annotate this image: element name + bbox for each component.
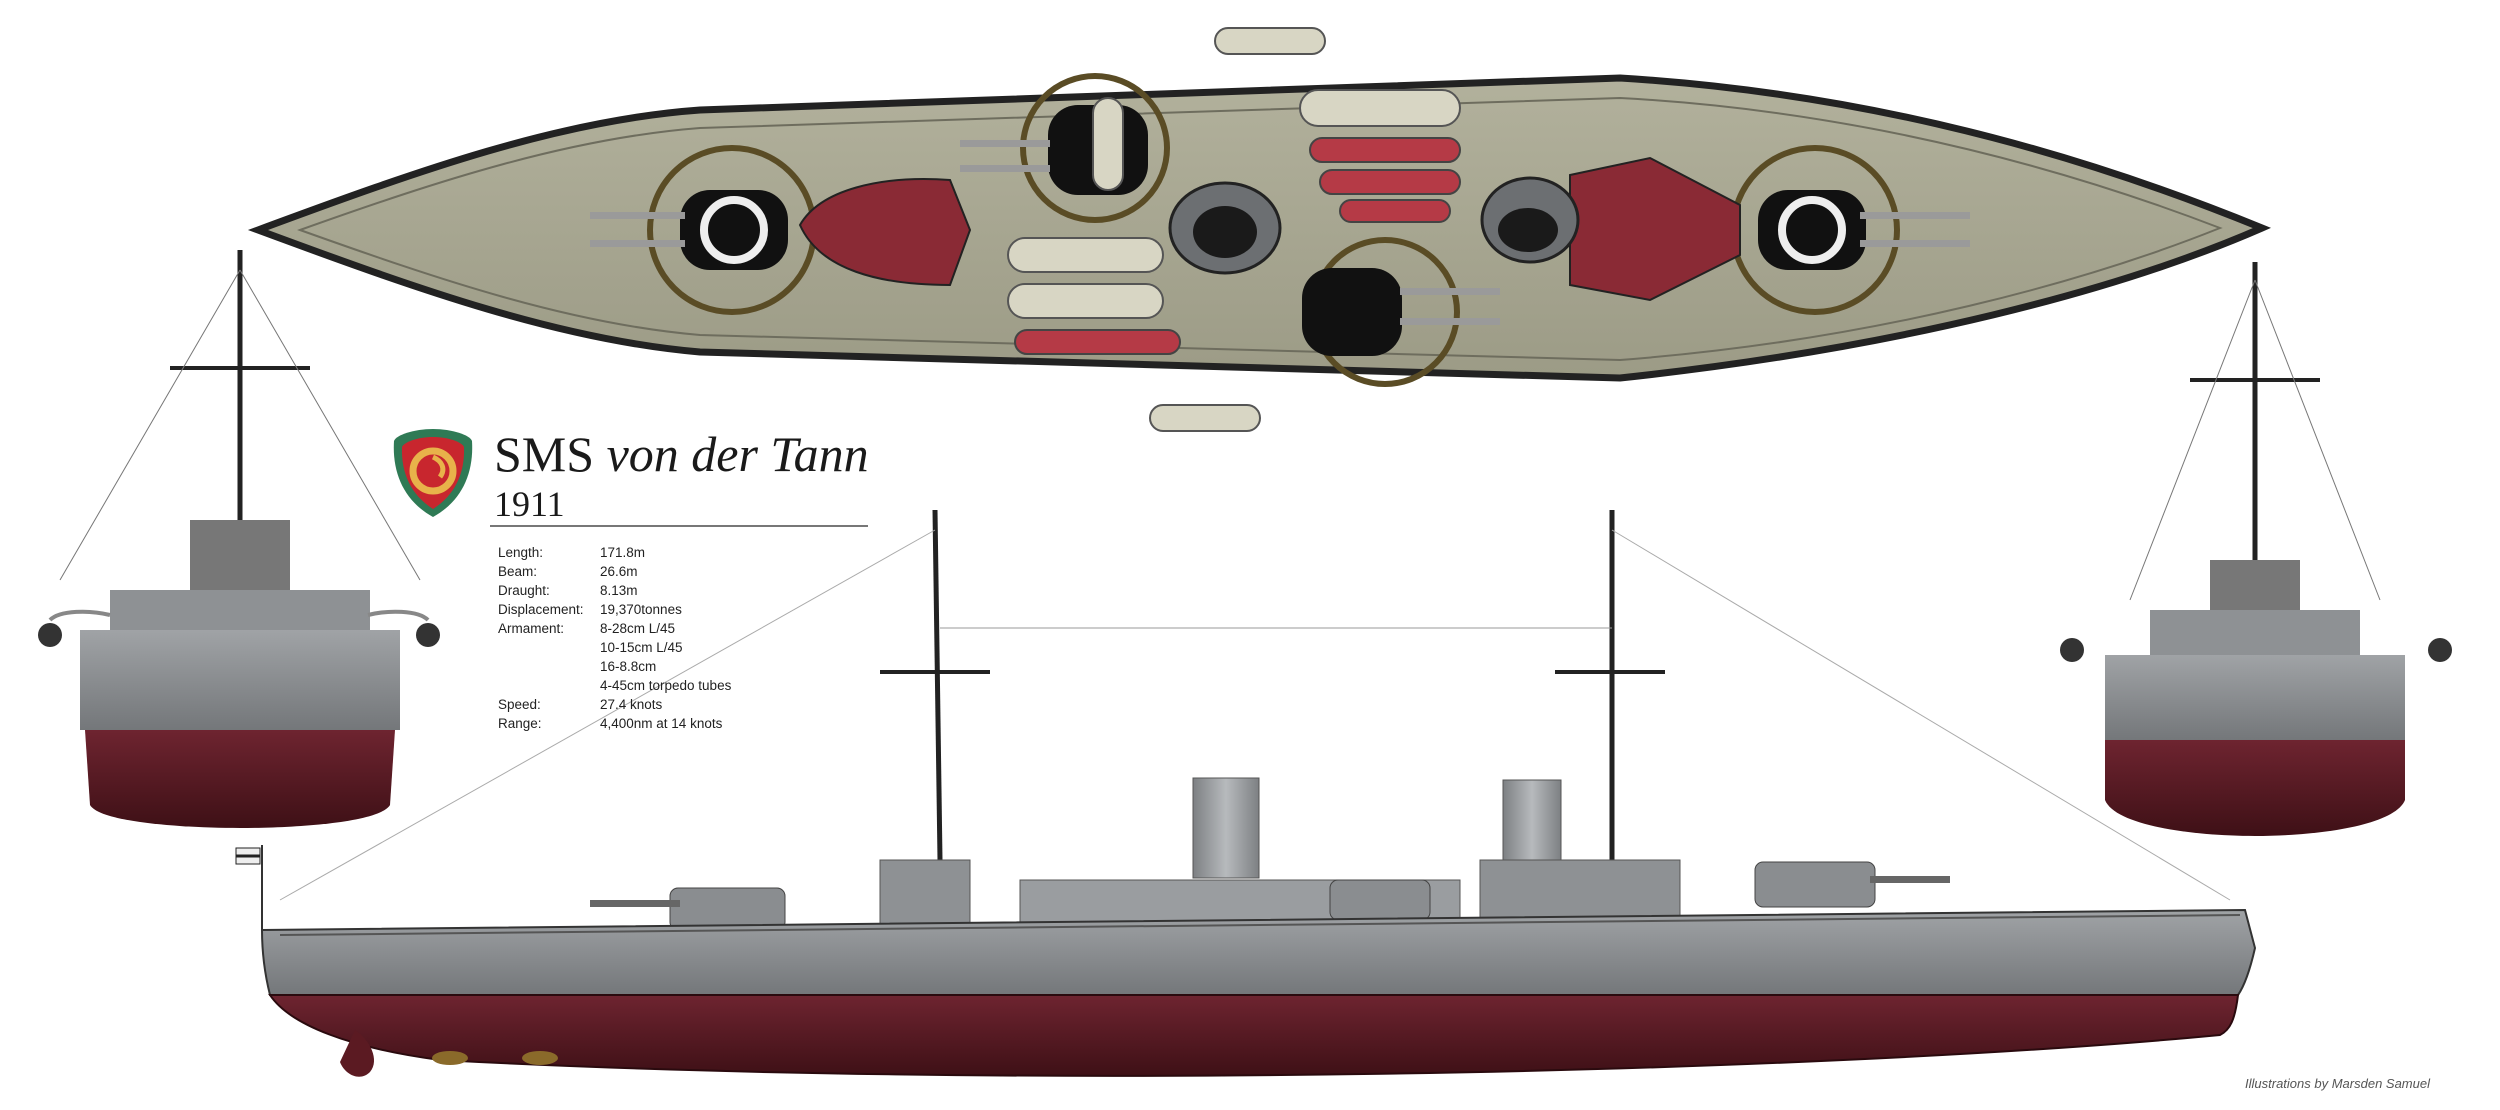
spec-label: Draught: [498, 583, 550, 598]
spec-label: Armament: [498, 621, 565, 636]
crest-icon [393, 429, 473, 517]
plan-fore-superstructure [1569, 156, 1741, 302]
profile-hull-upper [260, 908, 2257, 996]
spec-label [498, 676, 600, 695]
spec-row: 16-8.8cm [498, 657, 731, 676]
spec-value: 4,400nm at 14 knots [600, 716, 723, 731]
spec-row: Length: 171.8m [498, 543, 731, 562]
spec-label: Displacement: [498, 602, 584, 617]
spec-row: Armament: 8-28cm L/45 [498, 619, 731, 638]
spec-label [498, 657, 600, 676]
spec-label: Speed: [498, 697, 541, 712]
spec-row: Displacement: 19,370tonnes [498, 600, 731, 619]
spec-value: 10-15cm L/45 [600, 640, 683, 655]
plan-boats [1007, 27, 1461, 432]
stern-view [38, 250, 440, 828]
illustration-credit: Illustrations by Marsden Samuel [2245, 1076, 2430, 1091]
spec-value: 26.6m [600, 564, 638, 579]
plan-turret-wing-stbd [1302, 237, 1500, 387]
spec-row: 4-45cm torpedo tubes [498, 676, 731, 695]
profile-turret-fore [1754, 861, 1876, 908]
plan-aft-superstructure [798, 178, 972, 287]
spec-value: 4-45cm torpedo tubes [600, 678, 732, 693]
bow-view [2060, 262, 2452, 836]
spec-value: 27.4 knots [600, 697, 663, 712]
profile-hull-lower [268, 994, 2240, 1077]
ship-name-italic: von der Tann [606, 426, 869, 482]
ship-title: SMS von der Tann [494, 425, 869, 483]
spec-row: Range: 4,400nm at 14 knots [498, 714, 731, 733]
spec-label [498, 638, 600, 657]
spec-label: Beam: [498, 564, 538, 579]
spec-value: 8.13m [600, 583, 638, 598]
spec-row: Draught: 8.13m [498, 581, 731, 600]
spec-label: Range: [498, 716, 542, 731]
plan-view [247, 27, 2271, 432]
profile-turret-aft [669, 887, 786, 931]
spec-value: 8-28cm L/45 [600, 621, 676, 636]
profile-view [235, 509, 2257, 1077]
profile-funnel-aft [1192, 777, 1260, 879]
spec-row: 10-15cm L/45 [498, 638, 731, 657]
ship-name-prefix: SMS [494, 426, 595, 482]
title-divider [490, 525, 868, 527]
spec-value: 16-8.8cm [600, 659, 657, 674]
spec-value: 19,370tonnes [600, 602, 682, 617]
plan-turret-fore [1730, 145, 1970, 315]
spec-row: Speed: 27.4 knots [498, 695, 731, 714]
spec-row: Beam: 26.6m [498, 562, 731, 581]
spec-value: 171.8m [600, 545, 646, 560]
ship-year: 1911 [494, 484, 565, 524]
spec-label: Length: [498, 545, 544, 560]
